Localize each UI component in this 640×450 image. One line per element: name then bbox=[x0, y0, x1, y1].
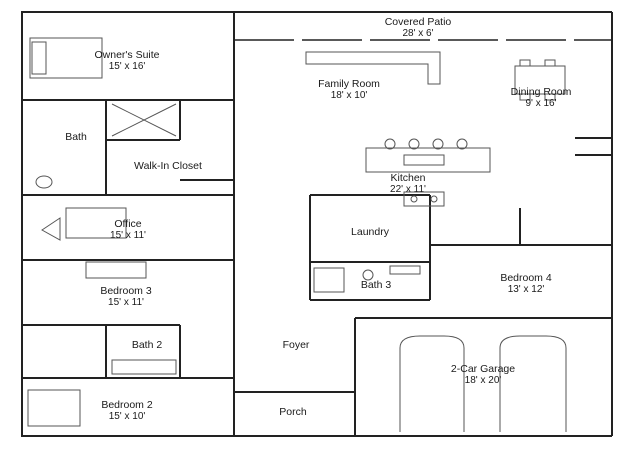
room-name: Foyer bbox=[282, 339, 310, 351]
room-label-owners-suite: Owner's Suite 15' x 16' bbox=[94, 49, 159, 73]
room-label-office: Office 15' x 11' bbox=[110, 218, 146, 242]
room-label-bedroom-2: Bedroom 2 15' x 10' bbox=[101, 399, 152, 423]
room-dimensions: 28' x 6' bbox=[402, 28, 434, 39]
room-label-walk-in-closet: Walk-In Closet bbox=[134, 160, 202, 172]
room-label-family-room: Family Room 18' x 10' bbox=[318, 78, 380, 102]
room-name: Walk-In Closet bbox=[134, 160, 202, 172]
room-label-bath: Bath bbox=[65, 131, 87, 143]
room-name: Porch bbox=[279, 406, 307, 418]
room-dimensions: 22' x 11' bbox=[390, 184, 426, 195]
room-name: Covered Patio bbox=[384, 16, 452, 28]
room-name: 2-Car Garage bbox=[450, 363, 516, 375]
room-label-foyer: Foyer bbox=[283, 339, 310, 351]
room-dimensions: 15' x 10' bbox=[108, 411, 146, 422]
room-label-kitchen: Kitchen 22' x 11' bbox=[390, 172, 426, 196]
room-label-dining-room: Dining Room 9' x 16' bbox=[511, 86, 572, 110]
room-label-garage: 2-Car Garage 18' x 20' bbox=[451, 363, 515, 387]
room-name: Kitchen bbox=[390, 172, 426, 184]
room-label-bath-2: Bath 2 bbox=[132, 339, 162, 351]
fixtures bbox=[27, 37, 567, 432]
room-name: Office bbox=[114, 218, 142, 230]
room-name: Bedroom 4 bbox=[500, 272, 552, 284]
room-dimensions: 15' x 16' bbox=[108, 61, 146, 72]
room-name: Bath 3 bbox=[360, 279, 392, 291]
room-label-bedroom-4: Bedroom 4 13' x 12' bbox=[500, 272, 551, 296]
room-label-covered-patio: Covered Patio 28' x 6' bbox=[385, 16, 452, 40]
walls bbox=[21, 11, 613, 437]
room-label-porch: Porch bbox=[279, 406, 306, 418]
room-name: Bedroom 3 bbox=[100, 285, 152, 297]
room-dimensions: 18' x 10' bbox=[330, 90, 368, 101]
room-label-bedroom-3: Bedroom 3 15' x 11' bbox=[100, 285, 151, 309]
room-dimensions: 9' x 16' bbox=[525, 98, 557, 109]
room-name: Laundry bbox=[351, 226, 389, 238]
room-name: Dining Room bbox=[510, 86, 572, 98]
room-dimensions: 18' x 20' bbox=[464, 375, 502, 386]
room-dimensions: 15' x 11' bbox=[110, 230, 146, 241]
room-dimensions: 13' x 12' bbox=[507, 284, 545, 295]
room-name: Family Room bbox=[318, 78, 380, 90]
room-label-bath-3: Bath 3 bbox=[361, 279, 391, 291]
room-name: Owner's Suite bbox=[94, 49, 160, 61]
room-label-laundry: Laundry bbox=[351, 226, 389, 238]
room-dimensions: 15' x 11' bbox=[108, 297, 144, 308]
room-name: Bath bbox=[65, 131, 87, 143]
room-name: Bath 2 bbox=[131, 339, 163, 351]
room-name: Bedroom 2 bbox=[101, 399, 153, 411]
